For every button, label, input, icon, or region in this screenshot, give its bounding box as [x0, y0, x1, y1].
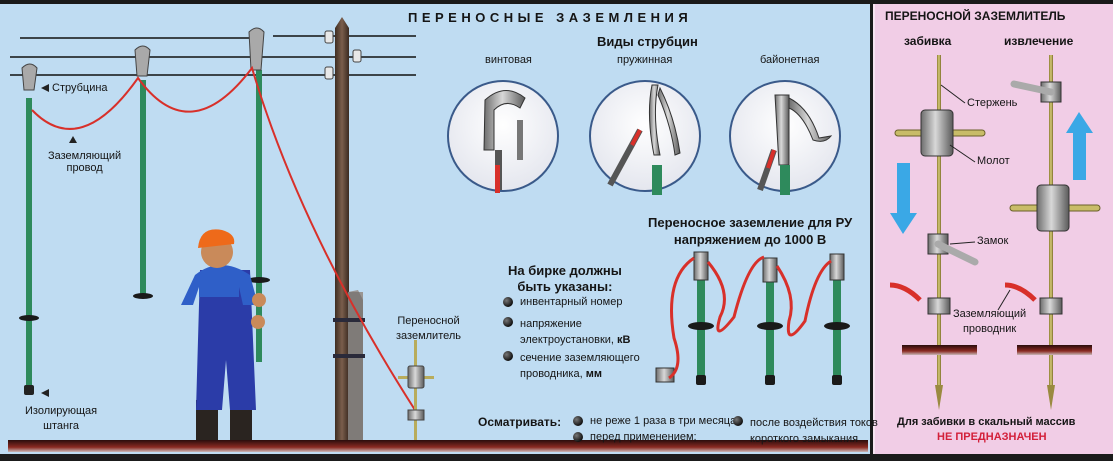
heading-line: На бирке должны [508, 263, 622, 278]
heading-line: напряжением до 1000 В [673, 232, 827, 247]
text-line: после воздействия токов [750, 417, 878, 429]
tag-item: сечение заземляющего проводника, мм [503, 350, 640, 382]
tag-item: инвентарный номер [503, 296, 622, 308]
inspect-item-text: не реже 1 раза в три месяца; [590, 415, 740, 427]
inspect-item: после воздействия токов короткого замыкан… [733, 415, 878, 447]
inspect-item-text: после воздействия токов короткого замыкан… [750, 415, 878, 447]
heading-line: быть указаны: [517, 279, 613, 294]
text-line: проводника, [520, 368, 583, 380]
bullet-icon [503, 297, 513, 307]
bullet-icon [503, 317, 513, 327]
ru-grounding-set [655, 251, 850, 385]
clamp-type-label: пружинная [617, 54, 673, 66]
inspect-item-text: перед применением; [590, 431, 697, 443]
label-line: Изолирующая [25, 405, 98, 417]
grounder-drive [889, 55, 986, 410]
clamp-types-heading: Виды струбцин [597, 34, 698, 49]
portable-grounder-small [398, 340, 434, 440]
rock-warning: НЕ ПРЕДНАЗНАЧЕН [937, 431, 1047, 443]
insulating-rod [19, 63, 39, 395]
label-ground-wire: Заземляющий провод [48, 150, 121, 174]
ground-wire [31, 65, 416, 411]
grounder-extract [1004, 55, 1101, 410]
clamp-disc-spring [589, 80, 701, 195]
label-pointers [41, 84, 77, 397]
unit: мм [585, 368, 602, 380]
insulating-rod [133, 45, 153, 299]
label-line: провод [66, 162, 103, 174]
tag-item-text: напряжение электроустановки, кВ [520, 316, 630, 348]
ru-grounding-heading: Переносное заземление для РУ напряжением… [648, 214, 852, 248]
clamp-type-label: винтовая [485, 54, 532, 66]
label-hammer: Молот [977, 155, 1010, 167]
tag-item-text: сечение заземляющего проводника, мм [520, 350, 640, 382]
bullet-icon [733, 416, 743, 426]
label-line: заземлитель [396, 330, 462, 342]
label-clamp: Струбцина [52, 82, 108, 94]
text-line: короткого замыкания [750, 433, 859, 445]
label-line: проводник [962, 323, 1017, 335]
heading-line: Переносное заземление для РУ [648, 215, 853, 230]
insulating-rod [248, 27, 270, 362]
text-line: напряжение [520, 318, 582, 330]
insulating-rods [19, 27, 270, 395]
label-insulating-rod: Изолирующая штанга [25, 404, 97, 434]
tag-info-heading: На бирке должны быть указаны: [508, 263, 622, 295]
clamp-disc-screw [447, 80, 559, 193]
right-panel-title: ПЕРЕНОСНОЙ ЗАЗЕМЛИТЕЛЬ [885, 9, 1066, 23]
bullet-icon [503, 351, 513, 361]
label-line: штанга [43, 420, 79, 432]
ground-strip [8, 440, 868, 452]
rock-note: Для забивки в скальный массив [897, 416, 1076, 428]
bullet-icon [573, 432, 583, 442]
inspect-label: Осматривать: [478, 415, 562, 429]
tag-item-text: инвентарный номер [520, 296, 623, 308]
tag-item: напряжение электроустановки, кВ [503, 316, 630, 348]
inspect-item: перед применением; [573, 431, 697, 443]
column-extract-label: извлечение [1004, 34, 1074, 48]
text-line: электроустановки, [520, 334, 614, 346]
bullet-icon [573, 416, 583, 426]
text-line: сечение заземляющего [520, 352, 640, 364]
label-portable-grounder: Переносной заземлитель [396, 314, 461, 344]
column-drive-label: забивка [904, 34, 952, 48]
right-panel [873, 4, 1113, 454]
label-line: Заземляющий [953, 308, 1027, 320]
bottom-border [0, 454, 1113, 461]
label-conductor: Заземляющий проводник [953, 307, 1026, 337]
clamp-disc-bayonet [729, 80, 841, 195]
label-rod: Стержень [967, 97, 1018, 109]
label-line: Заземляющий [48, 150, 122, 162]
clamp-type-discs [447, 80, 841, 195]
utility-pole [324, 17, 365, 442]
leader-lines [940, 84, 1011, 311]
label-lock: Замок [977, 235, 1009, 247]
poster-title: ПЕРЕНОСНЫЕ ЗАЗЕМЛЕНИЯ [408, 10, 693, 25]
inspect-item: не реже 1 раза в три месяца; [573, 415, 739, 427]
worker-figure [181, 229, 266, 440]
unit: кВ [617, 334, 631, 346]
label-line: Переносной [397, 315, 460, 327]
clamp-type-label: байонетная [760, 54, 820, 66]
